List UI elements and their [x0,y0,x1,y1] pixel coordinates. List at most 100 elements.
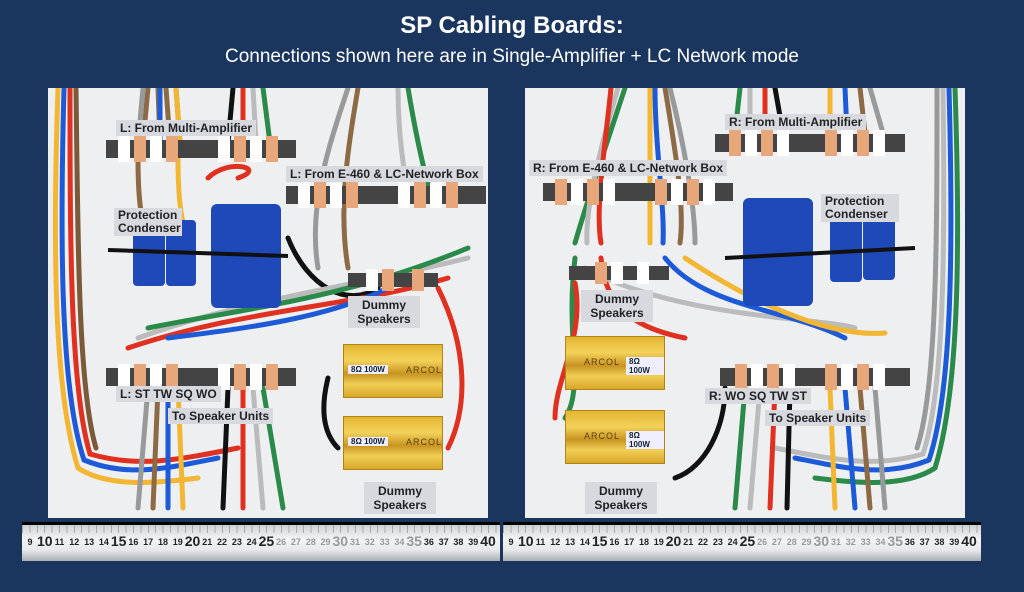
ruler-tick-label: 34 [875,537,886,547]
page-subtitle: Connections shown here are in Single-Amp… [225,46,799,67]
ruler-tick-label: 28 [305,537,316,547]
ruler-tick-label: 39 [468,537,479,547]
terminal-strip-e460 [286,182,486,208]
ruler-tick-label: 21 [202,537,213,547]
ruler-tick-label: 32 [364,537,375,547]
ruler-tick-label: 14 [98,537,109,547]
ruler-tick-label: 11 [535,537,546,547]
ruler-tick-label: 22 [698,537,709,547]
ruler-tick-label: 17 [143,537,154,547]
resistor-brand: ARCOL [584,357,621,367]
ruler-tick-label: 25 [739,533,756,549]
resistor-rating: 8Ω 100W [348,365,388,374]
dummy-resistor-2: 8Ω 100W ARCOL [343,416,443,470]
resistor-brand: ARCOL [584,431,621,441]
label-from-e460: L: From E-460 & LC-Network Box [286,166,483,182]
terminal-strip-speaker [106,364,296,390]
ruler-tick-label: 18 [157,537,168,547]
ruler-tick-label: 27 [771,537,782,547]
label-from-multi-amplifier: R: From Multi-Amplifier [725,114,867,130]
ruler-tick-label: 28 [786,537,797,547]
ruler-tick-label: 13 [84,537,95,547]
resistor-rating: 8Ω 100W [348,437,388,446]
ruler-tick-label: 32 [845,537,856,547]
ruler-tick-label: 14 [579,537,590,547]
ruler-tick-label: 27 [290,537,301,547]
label-dummy-speakers-top: Dummy Speakers [348,296,420,328]
ruler-tick-label: 16 [128,537,139,547]
ruler-tick-label: 18 [638,537,649,547]
ruler-tick-label: 37 [919,537,930,547]
ruler-tick-label: 23 [712,537,723,547]
ruler-tick-label: 15 [591,533,608,549]
ruler-tick-label: 22 [217,537,228,547]
ruler-tick-label: 19 [653,537,664,547]
dummy-resistor-1: 8Ω 100W ARCOL [343,344,443,398]
ruler-tick-label: 13 [565,537,576,547]
ruler-tick-label: 31 [831,537,842,547]
ruler-tick-label: 24 [727,537,738,547]
ruler-tick-label: 38 [453,537,464,547]
ruler-tick-label: 12 [69,537,80,547]
label-to-speaker-units: To Speaker Units [168,408,274,424]
ruler-tick-label: 10 [36,533,53,549]
ruler-tick-label: 29 [801,537,812,547]
resistor-rating: 8Ω 100W [626,431,664,449]
terminal-strip-dummy [569,262,669,284]
resistor-brand: ARCOL [406,437,443,447]
ruler-tick-label: 12 [550,537,561,547]
terminal-strip-top [715,130,905,156]
ruler-tick-label: 16 [609,537,620,547]
label-protection-condenser: Protection Condenser [821,194,899,222]
ruler-tick-label: 30 [813,533,830,549]
label-from-e460: R: From E-460 & LC-Network Box [529,160,728,176]
label-speaker-terminals: L: ST TW SQ WO [116,386,221,402]
ruler-tick-label: 20 [184,533,201,549]
protection-capacitors [830,212,895,282]
label-protection-condenser: Protection Condenser [114,208,182,236]
right-wiring-illustration [543,88,961,511]
ruler-tick-label: 33 [860,537,871,547]
ruler-tick-label: 37 [438,537,449,547]
ruler-tick-label: 19 [172,537,183,547]
ruler-tick-label: 38 [934,537,945,547]
lc-network-capacitor [743,198,813,306]
ruler-tick-label: 29 [320,537,331,547]
label-dummy-speakers-bottom: Dummy Speakers [364,482,436,514]
label-from-multi-amplifier: L: From Multi-Amplifier [116,120,256,136]
ruler-tick-label: 15 [110,533,127,549]
left-cabling-board: L: From Multi-Amplifier L: From E-460 & … [48,88,488,518]
ruler-tick-label: 35 [406,533,422,549]
ruler-tick-label: 24 [246,537,257,547]
ruler-tick-label: 36 [423,537,434,547]
ruler-tick-label: 23 [231,537,242,547]
ruler-tick-label: 10 [517,533,534,549]
dummy-resistor-2: ARCOL 8Ω 100W [565,410,665,464]
ruler-tick-label: 17 [624,537,635,547]
ruler-tick-label: 21 [683,537,694,547]
ruler-tick-label: 36 [904,537,915,547]
label-dummy-speakers-bottom: Dummy Speakers [585,482,657,514]
ruler-tick-label: 20 [665,533,682,549]
ruler-tick-label: 30 [332,533,349,549]
ruler-tick-label: 11 [54,537,65,547]
terminal-strip-dummy [348,269,438,291]
ruler-tick-label: 40 [961,533,977,549]
terminal-strip-speaker [720,364,910,390]
ruler-tick-label: 39 [949,537,960,547]
ruler-tick-label: 33 [379,537,390,547]
ruler-tick-label: 26 [757,537,768,547]
ruler-tick-label: 9 [508,537,514,547]
label-dummy-speakers-top: Dummy Speakers [581,290,653,322]
dummy-resistor-1: ARCOL 8Ω 100W [565,336,665,390]
ruler-tick-label: 35 [887,533,903,549]
resistor-rating: 8Ω 100W [626,357,664,375]
ruler-tick-label: 26 [276,537,287,547]
page-title: SP Cabling Boards: [400,12,624,39]
ruler-tick-label: 34 [394,537,405,547]
ruler-tick-label: 40 [480,533,496,549]
label-speaker-terminals: R: WO SQ TW ST [705,388,811,404]
ruler-tick-label: 9 [27,537,33,547]
